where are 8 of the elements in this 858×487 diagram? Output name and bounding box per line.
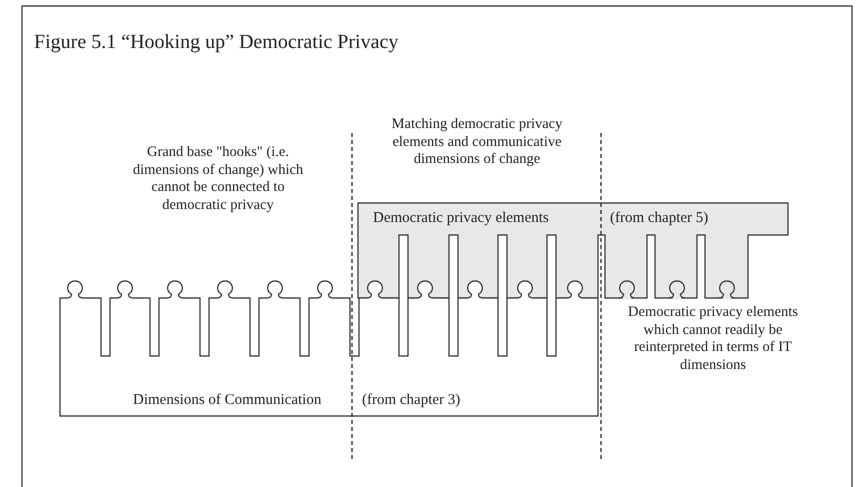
shape-label: Dimensions of Communication <box>133 392 322 410</box>
figure-title: Figure 5.1 “Hooking up” Democratic Privacy <box>34 31 398 54</box>
source-note: (from chapter 3) <box>362 392 460 410</box>
source-note: (from chapter 5) <box>610 210 708 228</box>
annotation-text: Grand base "hooks" (i.e. dimensions of change) which cannot be connected to democratic privacy <box>132 144 304 214</box>
annotation-text: Democratic privacy elements which cannot readily be reinterpreted in terms of IT dimensions <box>627 304 799 374</box>
annotation-text: Matching democratic privacy elements and communicative dimensions of change <box>390 116 564 168</box>
shape-label: Democratic privacy elements <box>373 210 549 228</box>
